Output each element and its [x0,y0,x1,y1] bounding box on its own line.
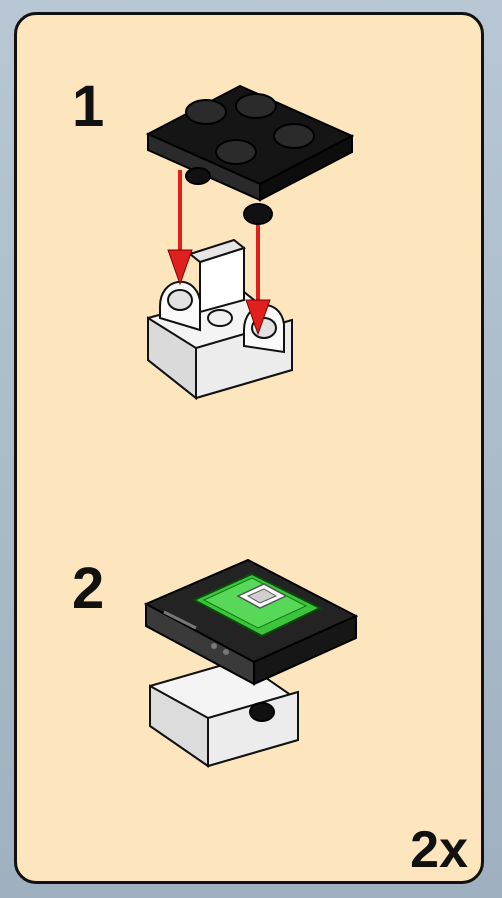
assembled-screen-tile-icon [146,560,356,766]
white-clip-bracket-icon [148,240,292,398]
